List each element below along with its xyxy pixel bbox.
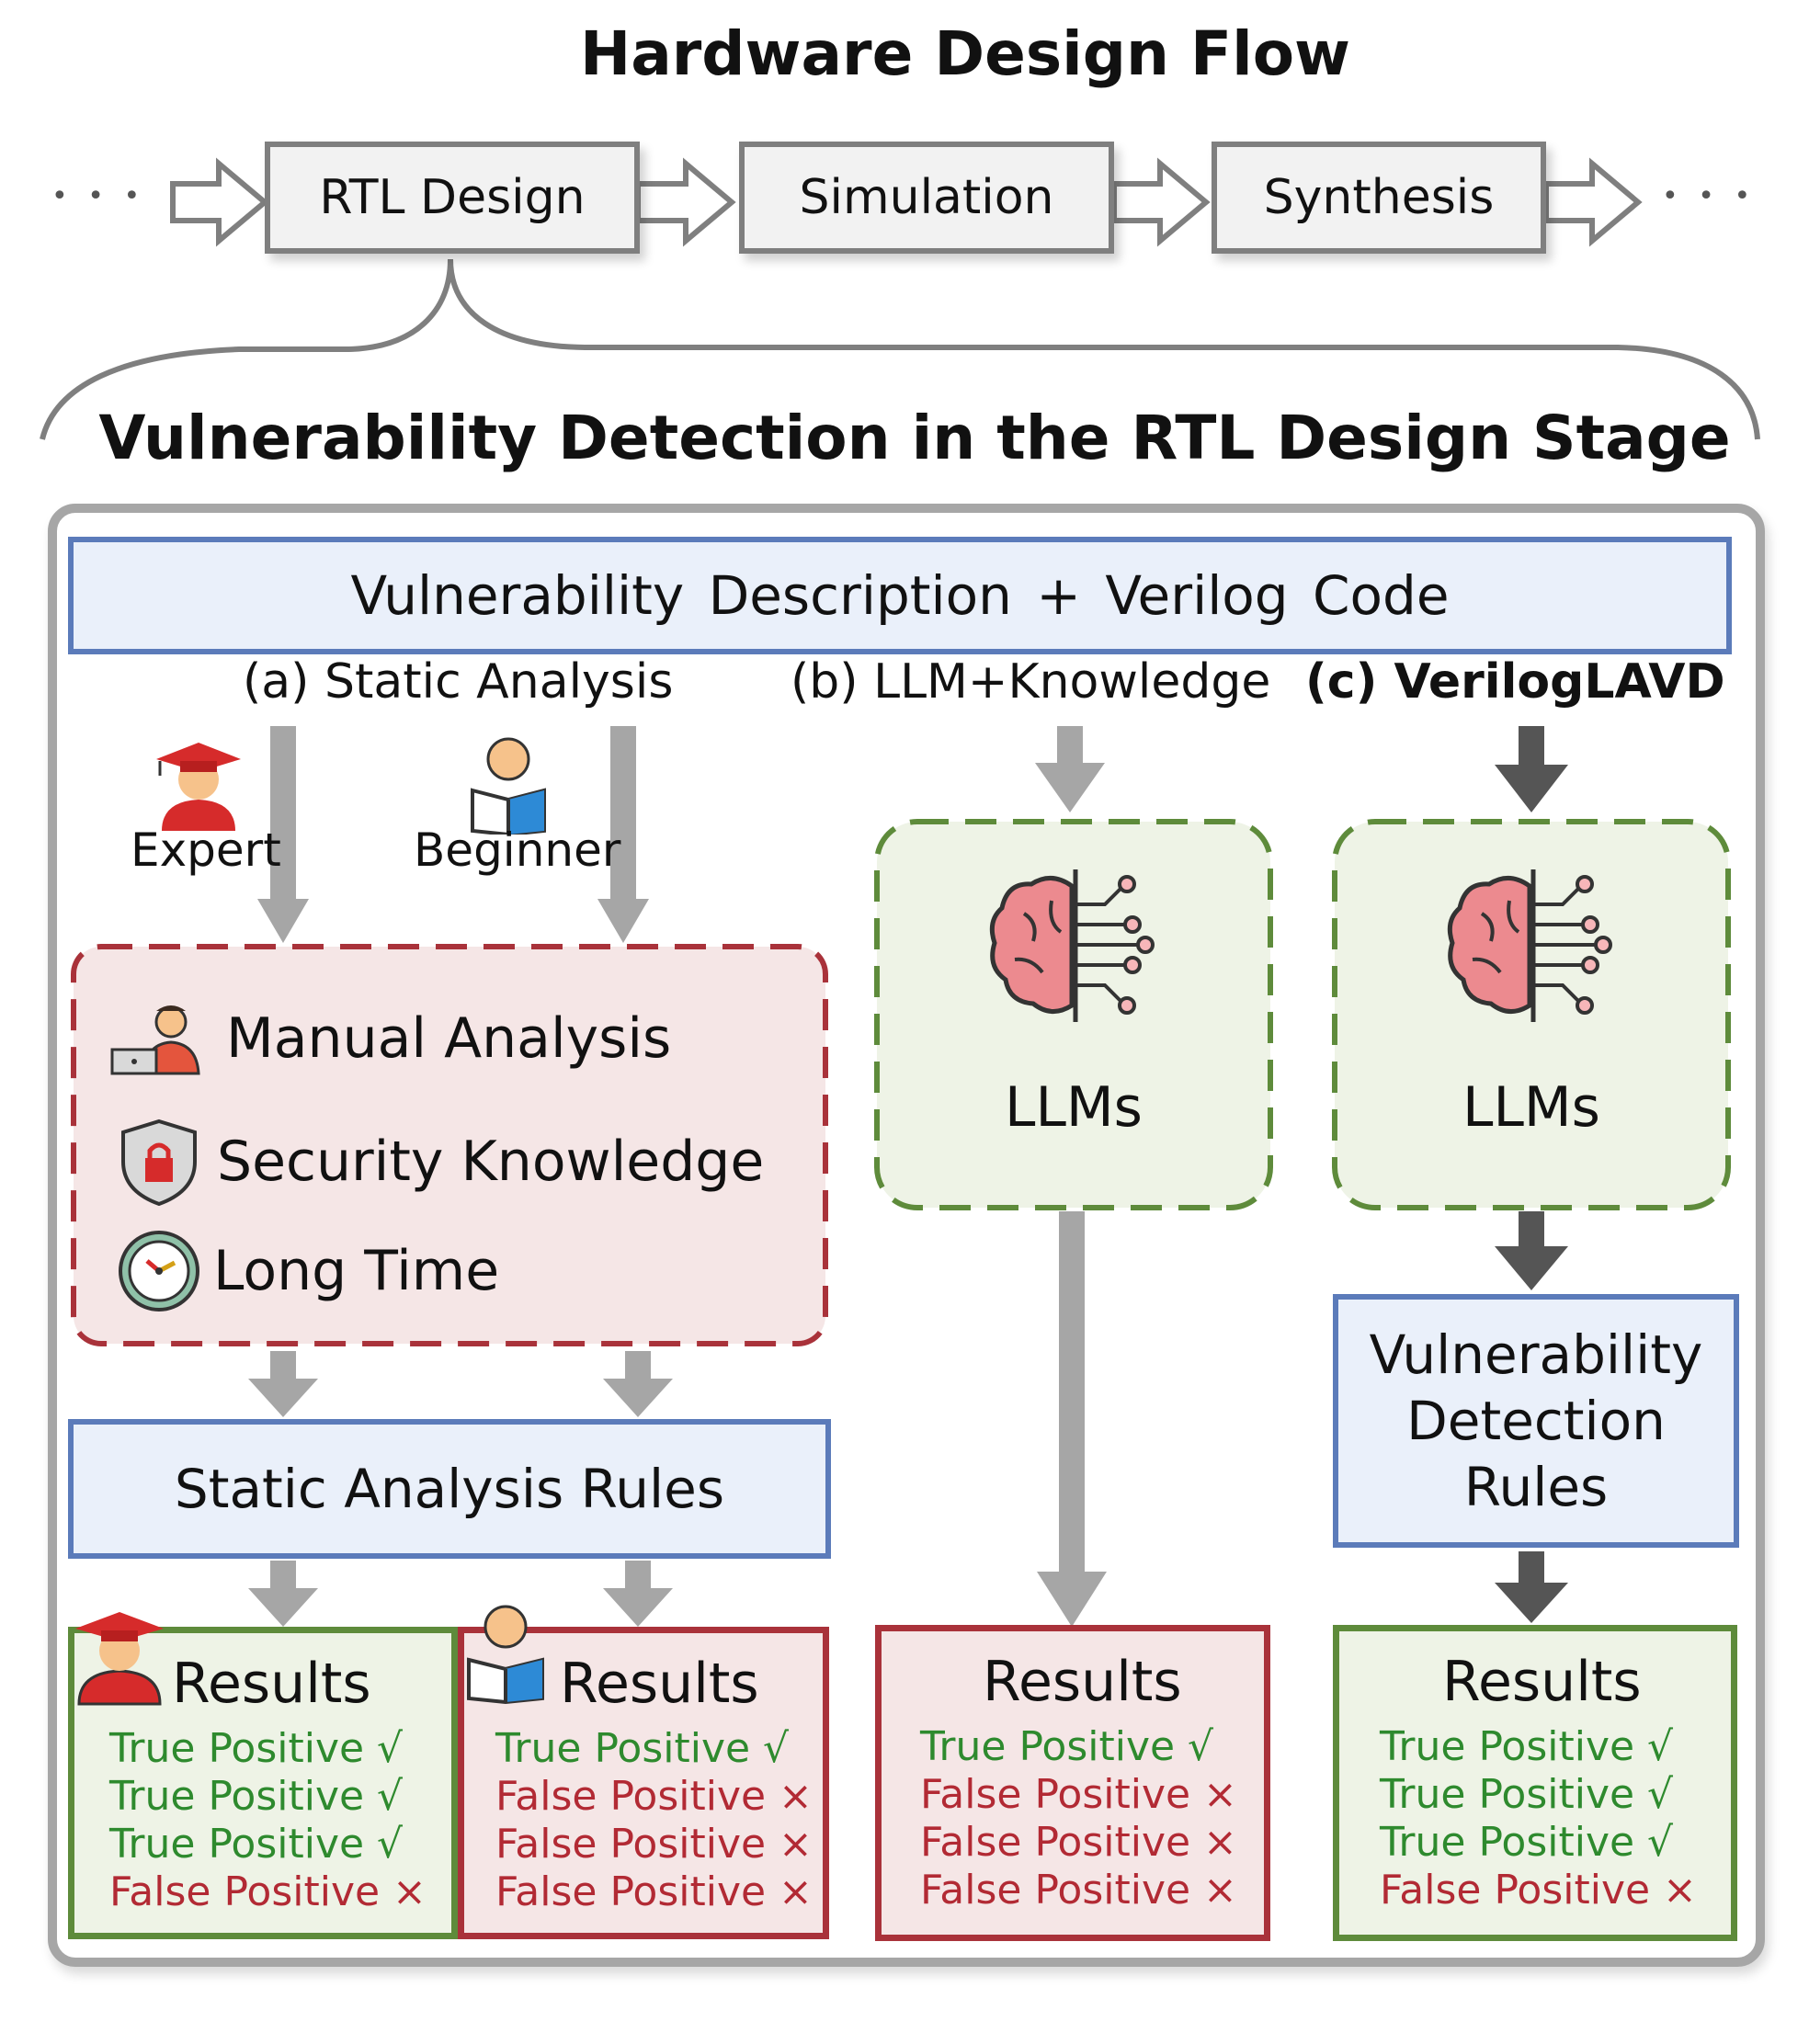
beginner-label: Beginner [414,823,621,877]
static-analysis-rules-box: Static Analysis Rules [68,1419,831,1559]
outer-frame [48,504,1765,1967]
result-item: False Positive × [495,1868,813,1915]
result-item: True Positive √ [495,1725,790,1772]
flow-arrow-1 [170,157,269,247]
result-item: True Positive √ [109,1725,404,1772]
expert-icon [156,743,241,831]
section-title: Vulnerability Detection in the RTL Desig… [98,403,1731,473]
result-item: False Positive × [920,1867,1237,1913]
flow-step-simulation: Simulation [739,142,1114,254]
input-header: Vulnerability Description + Verilog Code [68,537,1732,654]
flow-ellipsis-right: • • • [1662,180,1757,212]
long-time-row: Long Time [116,1228,499,1314]
result-item: True Positive √ [109,1821,404,1868]
manual-box-border [71,944,828,1346]
expert-label: Expert [131,823,281,877]
security-knowledge-label: Security Knowledge [217,1130,765,1194]
results-box-expert: Results True Positive √ True Positive √ … [68,1627,458,1939]
flow-step-synthesis: Synthesis [1212,142,1546,254]
brain-circuit-icon-c [1447,869,1612,1022]
column-label-static-analysis: (a) Static Analysis [243,654,674,710]
result-item: False Positive × [109,1868,427,1915]
llm-label-b: LLMs [1005,1075,1143,1140]
beginner-results-icon [467,1605,544,1704]
result-item: False Positive × [920,1819,1237,1866]
result-item: False Positive × [495,1773,813,1820]
results-title: Results [983,1650,1182,1714]
results-box-llm-knowledge: Results True Positive √ False Positive ×… [875,1625,1270,1941]
llm-label-c: LLMs [1462,1075,1600,1140]
results-title: Results [1442,1650,1642,1714]
results-box-veriloglavd: Results True Positive √ True Positive √ … [1333,1625,1737,1941]
column-label-llm-knowledge: (b) LLM+Knowledge [791,654,1271,710]
flow-step-rtl-design: RTL Design [265,142,640,254]
brain-circuit-icon-b [989,869,1155,1022]
vulnerability-detection-rules-box: Vulnerability Detection Rules [1333,1294,1739,1548]
brace-connector [40,258,1760,440]
security-knowledge-row: Security Knowledge [118,1118,764,1206]
security-shield-icon [121,1119,197,1206]
clock-icon [119,1231,199,1312]
flow-arrow-4 [1543,157,1643,247]
flow-arrow-3 [1111,157,1211,247]
beginner-icon [471,737,546,835]
results-title: Results [172,1652,371,1716]
result-item: True Positive √ [1380,1819,1674,1866]
result-item: True Positive √ [1380,1723,1674,1770]
result-item: False Positive × [495,1821,813,1868]
long-time-label: Long Time [213,1239,500,1303]
analyst-laptop-icon [110,1005,200,1075]
expert-results-icon [75,1612,164,1706]
result-item: False Positive × [1380,1867,1697,1913]
results-title: Results [560,1652,759,1716]
manual-analysis-row: Manual Analysis [108,1002,671,1075]
flow-ellipsis-left: • • • [51,180,146,212]
column-label-veriloglavd: (c) VerilogLAVD [1305,654,1725,710]
result-item: True Positive √ [920,1723,1214,1770]
result-item: False Positive × [920,1771,1237,1818]
manual-analysis-label: Manual Analysis [226,1006,672,1071]
result-item: True Positive √ [109,1773,404,1820]
flow-arrow-2 [635,157,736,247]
main-title: Hardware Design Flow [579,18,1351,89]
result-item: True Positive √ [1380,1771,1674,1818]
